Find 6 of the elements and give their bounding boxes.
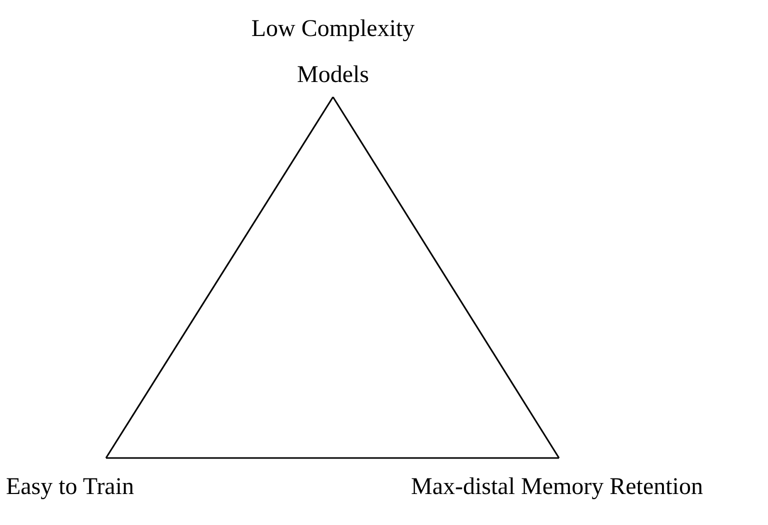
vertex-label: Easy to Train xyxy=(0,464,140,510)
triangle-side xyxy=(105,96,334,458)
triangle-side xyxy=(106,457,559,459)
vertex-label: Max-distal Memory Retention xyxy=(352,464,762,510)
triangle-side xyxy=(332,96,560,458)
vertex-label: Low Complexity Models xyxy=(213,6,453,98)
